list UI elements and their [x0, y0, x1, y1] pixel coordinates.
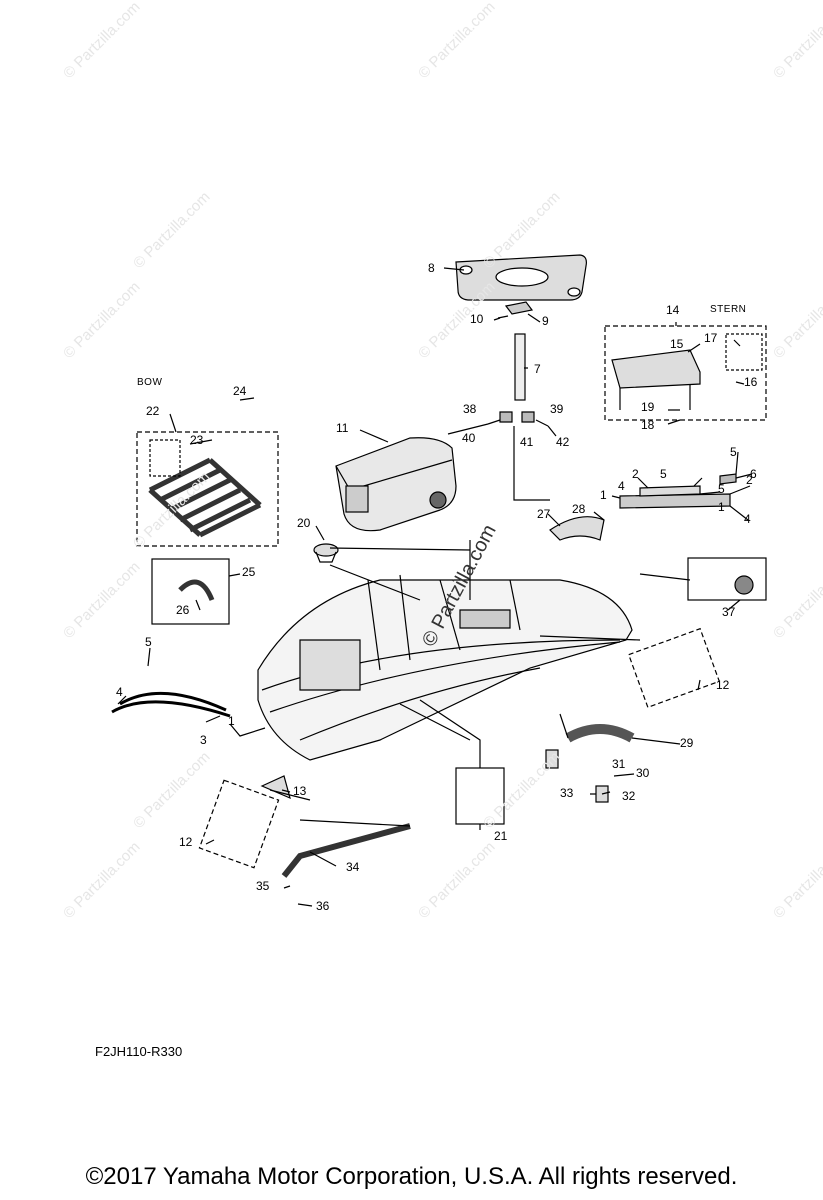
callout-8[interactable]: 8: [428, 261, 435, 275]
callout-33[interactable]: 33: [560, 786, 574, 800]
callout-30[interactable]: 30: [636, 766, 650, 780]
callout-4[interactable]: 4: [618, 479, 625, 493]
callout-1b[interactable]: 1: [718, 500, 725, 514]
cooler-part[interactable]: [335, 437, 457, 532]
pedestal-base-part[interactable]: [504, 301, 534, 315]
seat-cushion-part[interactable]: [455, 254, 587, 301]
stern-platform-part[interactable]: [611, 349, 701, 410]
boat-hull: [257, 574, 633, 761]
callout-35[interactable]: 35: [256, 879, 270, 893]
callout-40[interactable]: 40: [462, 431, 476, 445]
callout-12-left[interactable]: 12: [179, 835, 193, 849]
callout-4-left[interactable]: 4: [116, 685, 123, 699]
callout-34[interactable]: 34: [346, 860, 360, 874]
callout-2b[interactable]: 2: [746, 473, 753, 487]
callout-6[interactable]: 6: [750, 467, 757, 481]
callout-17[interactable]: 17: [704, 331, 718, 345]
callout-20[interactable]: 20: [297, 516, 311, 530]
callout-42[interactable]: 42: [556, 435, 570, 449]
callout-15[interactable]: 15: [670, 337, 684, 351]
callout-14[interactable]: 14: [666, 303, 680, 317]
callout-28[interactable]: 28: [572, 502, 586, 516]
callout-29[interactable]: 29: [680, 736, 694, 750]
callout-12-right[interactable]: 12: [716, 678, 730, 692]
callout-19[interactable]: 19: [641, 400, 655, 414]
callout-37[interactable]: 37: [722, 605, 736, 619]
callout-5b[interactable]: 5: [730, 445, 737, 459]
diagram-code: F2JH110-R330: [95, 1044, 183, 1059]
callout-27[interactable]: 27: [537, 507, 551, 521]
callout-18[interactable]: 18: [641, 418, 655, 432]
callout-10[interactable]: 10: [470, 312, 484, 326]
callout-11[interactable]: 11: [336, 421, 349, 435]
callout-5-left[interactable]: 5: [145, 635, 152, 649]
callout-31[interactable]: 31: [612, 757, 626, 771]
callout-4b[interactable]: 4: [744, 512, 751, 526]
callout-38[interactable]: 38: [463, 402, 477, 416]
pedestal-post-part[interactable]: [514, 333, 526, 401]
callout-7[interactable]: 7: [534, 362, 541, 376]
callout-21[interactable]: 21: [494, 829, 508, 843]
callout-24[interactable]: 24: [233, 384, 247, 398]
stern-label: STERN: [710, 304, 747, 315]
callout-41[interactable]: 41: [520, 435, 534, 449]
callout-36[interactable]: 36: [316, 899, 330, 913]
callout-1-left[interactable]: 1: [228, 714, 235, 728]
callout-32[interactable]: 32: [622, 789, 636, 803]
callout-13[interactable]: 13: [293, 784, 307, 798]
bow-label: BOW: [137, 377, 163, 388]
callout-25[interactable]: 25: [242, 565, 256, 579]
callout-5[interactable]: 5: [660, 467, 667, 481]
callout-2[interactable]: 2: [632, 467, 639, 481]
callout-22[interactable]: 22: [146, 404, 160, 418]
callout-3[interactable]: 3: [200, 733, 207, 747]
callout-9[interactable]: 9: [542, 314, 549, 328]
callout-23[interactable]: 23: [190, 433, 204, 447]
copyright-notice: ©2017 Yamaha Motor Corporation, U.S.A. A…: [85, 1163, 738, 1190]
callout-1[interactable]: 1: [600, 488, 607, 502]
callout-39[interactable]: 39: [550, 402, 564, 416]
callout-26[interactable]: 26: [176, 603, 190, 617]
callout-16[interactable]: 16: [744, 375, 758, 389]
callout-5c[interactable]: 5: [718, 482, 725, 496]
